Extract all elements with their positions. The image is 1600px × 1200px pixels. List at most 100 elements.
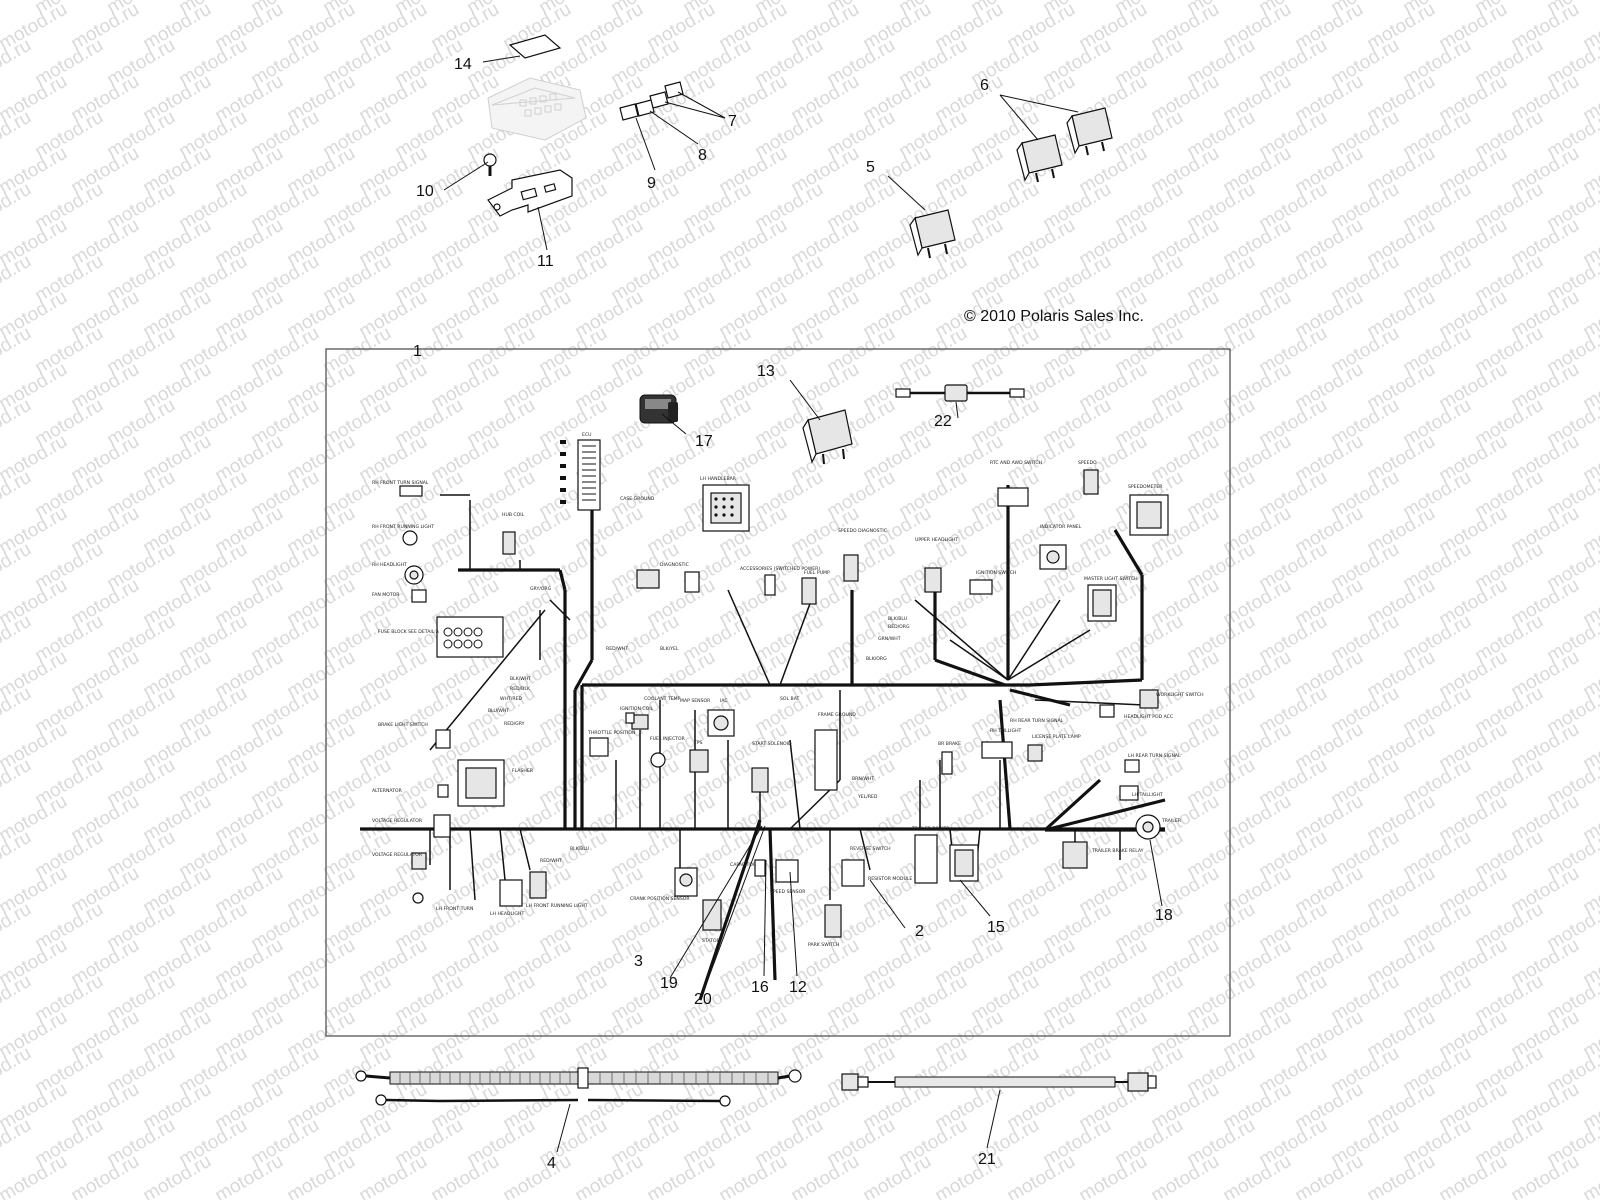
speedometer-connector [1129,494,1169,536]
speed-sensor-connector [775,859,799,883]
callout-18: 18 [1155,907,1173,924]
headlight-pod-acc-connector [1099,704,1115,718]
label-voltage-regulator-1: VOLTAGE REGULATOR [372,818,423,824]
svg-text:RED/GRY: RED/GRY [504,721,525,727]
label-fuel-injector: FUEL INJECTOR [650,736,686,742]
label-map-sensor: MAP SENSOR [680,698,711,704]
label-rh-taillight: RH TAILLIGHT [990,728,1022,734]
fan-motor-connector [411,589,427,603]
lh-handlebar-connector [702,484,750,532]
label-rh-headlight: RH HEADLIGHT [372,562,407,568]
svg-text:BLK/ORG: BLK/ORG [866,656,887,662]
label-rh-rear-turn-signal: RH REAR TURN SIGNAL [1010,718,1064,724]
label-coolant-temp: COOLANT TEMP [644,696,681,702]
throttle-position-connector [589,737,609,757]
trailer-connector [1135,814,1161,840]
flasher-connector [457,759,505,807]
svg-text:RED/ORG: RED/ORG [888,624,910,630]
label-fuse-block: FUSE BLOCK SEE DETAIL A [378,629,440,635]
label-br-brake: BR BRAKE [938,741,961,747]
lh-rear-turn-signal-connector [1124,759,1140,773]
trailer-brake-relay-connector [1062,841,1088,869]
harness-connector-15 [949,844,979,882]
fuse-block-detail [436,616,504,658]
harness-frame [325,348,1231,1037]
label-trailer-brake-relay: TRAILER BRAKE RELAY [1091,848,1144,854]
svg-text:RED/WHT: RED/WHT [606,646,628,652]
ignition-switch-connector [969,579,993,595]
trailer-power-connector [914,834,938,884]
label-rtc-awd-switch: RTC AND AWD SWITCH [990,460,1042,466]
callout-8: 8 [698,147,707,164]
callout-9: 9 [647,175,656,192]
label-crank-position-sensor: CRANK POSITION SENSOR [630,896,690,902]
label-hub-coil: HUB COIL [502,512,525,518]
label-rh-front-running-light: RH FRONT RUNNING LIGHT [372,524,434,530]
label-trailer: TRAILER [1161,818,1182,824]
callout-13: 13 [757,363,775,380]
rh-headlight-connector [404,565,424,585]
svg-text:BRN/WHT: BRN/WHT [852,776,874,782]
label-fan-motor: FAN MOTOR [372,592,400,598]
label-stator: STATOR [702,938,721,944]
stator-connector [702,899,722,931]
indicator-panel-connector [1039,544,1067,570]
license-plate-lamp-connector [1027,744,1043,762]
label-throttle-position: THROTTLE POSITION [587,730,635,736]
label-sol-bat: SOL BAT [780,696,799,702]
callout-1: 1 [413,343,422,360]
label-alternator: ALTERNATOR [372,788,403,794]
relay-6a-part [1016,134,1063,183]
fuse-set-part [619,81,684,121]
label-indicator-panel: INDICATOR PANEL [1040,524,1082,530]
callout-7: 7 [728,113,737,130]
relay-13-part [802,409,853,465]
label-trailer-power: TRAILER POWER [911,826,950,832]
tps-connector [689,749,709,773]
fuel-injector-connector [650,752,666,768]
label-headlight-pod-acc: HEADLIGHT POD ACC [1124,714,1173,720]
label-lh-headlight: LH HEADLIGHT [490,911,524,917]
callout-16: 16 [751,979,769,996]
alternator-connector [437,784,449,798]
lh-taillight-connector [1119,785,1139,801]
lh-front-turn-connector [412,892,424,904]
label-master-light-switch: MASTER LIGHT SWITCH [1084,576,1138,582]
start-solenoid-connector [751,767,769,793]
map-sensor-connector [707,709,735,737]
callout-22: 22 [934,413,952,430]
connector-17-part [639,394,678,424]
label-park-switch: PARK SWITCH [808,942,839,948]
copyright-text: © 2010 Polaris Sales Inc. [964,308,1144,325]
label-frame-ground: FRAME GROUND [818,712,856,718]
label-start-solenoid: START SOLENOID [752,741,792,747]
callout-12: 12 [789,979,807,996]
svg-text:BLK/BLU: BLK/BLU [570,846,589,852]
screw-part [483,153,497,176]
park-switch-connector [824,904,842,938]
frame-ground-connector [814,729,838,791]
battery-cable-part [355,1067,802,1107]
svg-text:BLK/YEL: BLK/YEL [660,646,679,652]
label-lh-front-turn: LH FRONT TURN [436,906,473,912]
lh-front-running-light-connector [529,871,547,899]
callout-21: 21 [978,1151,996,1168]
callout-6: 6 [980,77,989,94]
diagnostic-connector [636,569,700,593]
label-speedo-diagnostic: SPEEDO DIAGNOSTIC [838,528,887,534]
rh-taillight-connector [981,741,1013,759]
voltage-regulator-1-connector [433,814,451,838]
label-ignition-coil: IGNITION COIL [620,706,654,712]
svg-text:YEL/RED: YEL/RED [857,794,878,800]
brake-light-switch-connector [435,729,451,749]
svg-text:GRN/WHT: GRN/WHT [878,636,901,642]
rh-front-running-light-connector [402,530,418,546]
svg-text:GRY/ORG: GRY/ORG [530,586,552,592]
label-lh-handlebar: LH HANDLEBAR [700,476,737,482]
ignition-coil-connector [625,712,635,724]
label-diagnostic: DIAGNOSTIC [660,562,689,568]
svg-text:RED/BLK: RED/BLK [510,686,531,692]
callout-3: 3 [634,953,643,970]
label-brake-light-switch: BRAKE LIGHT SWITCH [378,722,428,728]
upper-headlight-connector [924,567,942,593]
